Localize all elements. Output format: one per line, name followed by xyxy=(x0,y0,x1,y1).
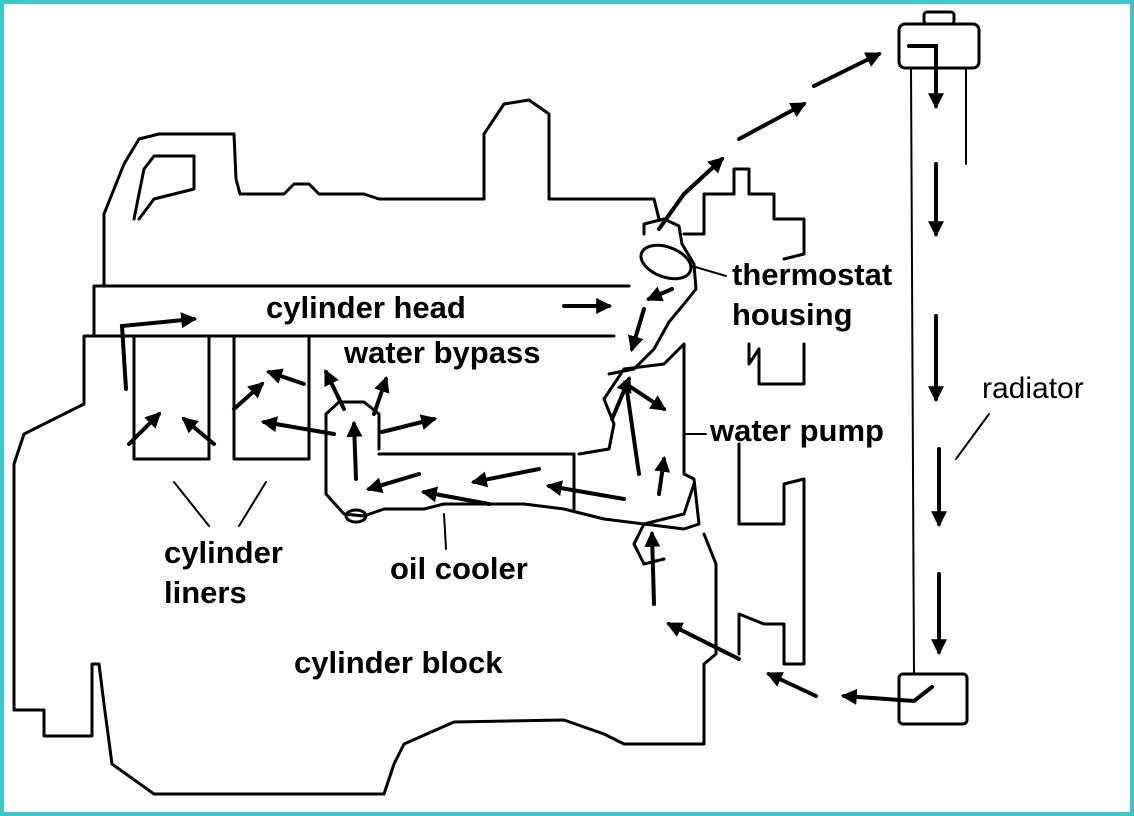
label-oil-cooler: oil cooler xyxy=(390,551,528,586)
flow-arrow xyxy=(545,480,626,501)
label-cylinder-head: cylinder head xyxy=(266,290,466,325)
label-water-bypass: water bypass xyxy=(344,335,541,370)
label-water-pump: water pump xyxy=(710,413,884,448)
flow-arrow xyxy=(737,102,807,141)
cylinder-liner-2 xyxy=(232,334,311,461)
radiator-core-left xyxy=(910,67,915,675)
flow-arrow xyxy=(265,368,306,386)
flow-arrow xyxy=(119,312,198,391)
cylinder-liner-1 xyxy=(132,334,211,461)
label-cylinder-block: cylinder block xyxy=(294,645,503,680)
flow-arrow xyxy=(654,455,671,496)
flow-arrow xyxy=(232,381,265,411)
leader-liner-1 xyxy=(173,481,210,527)
water-pump-outline xyxy=(577,342,701,566)
thermostat-body xyxy=(639,243,693,281)
flow-arrow xyxy=(666,622,741,661)
cylinder-head-outline xyxy=(102,98,661,221)
cylinder-block-outline xyxy=(12,212,718,796)
flow-arrow xyxy=(365,472,421,493)
flow-arrow xyxy=(644,530,661,606)
flow-arrow xyxy=(657,156,725,231)
flow-arrow xyxy=(324,369,346,411)
leader-oil-cooler xyxy=(443,513,447,550)
head-cover-inner xyxy=(132,154,196,221)
flow-arrow xyxy=(181,416,216,446)
flow-arrow xyxy=(380,414,438,434)
oil-cooler-plug xyxy=(344,508,368,524)
leader-radiator xyxy=(955,413,990,460)
label-housing: housing xyxy=(732,297,853,332)
flow-arrow xyxy=(346,420,363,481)
label-radiator: radiator xyxy=(982,372,1084,405)
flow-arrow xyxy=(420,486,491,506)
label-thermostat: thermostat xyxy=(732,257,893,292)
flow-arrow xyxy=(812,52,882,88)
front-accessory-mid xyxy=(747,342,806,386)
flow-arrow xyxy=(628,307,646,353)
flow-arrow xyxy=(470,467,541,488)
flow-arrow xyxy=(907,44,944,110)
flow-arrow xyxy=(127,411,162,446)
engine-cooling-diagram xyxy=(12,10,990,796)
flow-arrow xyxy=(623,379,667,476)
label-cylinder: cylinder xyxy=(164,535,283,570)
front-accessory-top xyxy=(682,167,806,261)
radiator-cap xyxy=(922,10,956,26)
flow-arrow xyxy=(372,375,390,416)
front-accessory-low xyxy=(737,442,806,666)
flow-arrow xyxy=(610,376,632,421)
flow-arrow xyxy=(840,685,934,705)
flow-arrow xyxy=(646,286,674,302)
coolant-flow-arrows xyxy=(119,44,947,705)
label-liners: liners xyxy=(164,575,247,610)
thermostat-housing-outline xyxy=(607,217,698,376)
leader-liner-2 xyxy=(238,481,267,527)
flow-arrow xyxy=(766,672,818,698)
leader-thermostat xyxy=(691,265,727,277)
water-bypass-outline xyxy=(324,400,381,451)
flow-arrow xyxy=(260,416,336,436)
